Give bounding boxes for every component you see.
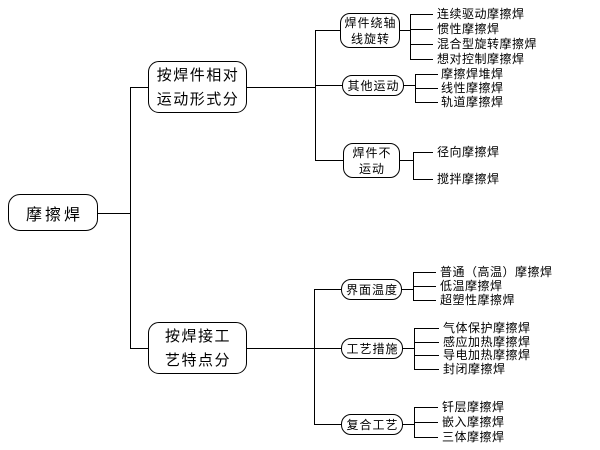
tick-line bbox=[410, 29, 433, 30]
branch-label-line: 按焊接工 bbox=[164, 327, 231, 345]
branch-label-line: 艺特点分 bbox=[164, 351, 231, 369]
connector-line bbox=[314, 348, 341, 349]
connector-line bbox=[130, 348, 148, 349]
leaf-item: 线性摩擦焊 bbox=[441, 81, 504, 95]
leaf-item: 搅拌摩擦焊 bbox=[437, 172, 500, 186]
branch-label-line: 按焊件相对 bbox=[156, 66, 240, 84]
leaf-item: 钎层摩擦焊 bbox=[442, 400, 505, 414]
leaf-trunk-line bbox=[414, 328, 415, 370]
connector-line bbox=[247, 348, 314, 349]
leaf-item: 低温摩擦焊 bbox=[440, 279, 503, 293]
group-node-interface-temperature: 界面温度 bbox=[341, 279, 402, 300]
leaf-item: 惯性摩擦焊 bbox=[437, 22, 500, 36]
connector-line bbox=[314, 289, 341, 290]
connector-line bbox=[402, 289, 413, 290]
trunk-line bbox=[314, 289, 315, 425]
leaf-item: 嵌入摩擦焊 bbox=[442, 415, 505, 429]
branch-node-by-relative-motion: 按焊件相对 运动形式分 bbox=[148, 61, 247, 113]
group-label-line: 运动 bbox=[358, 161, 385, 176]
tick-line bbox=[414, 369, 439, 370]
trunk-line bbox=[315, 30, 316, 161]
connector-line bbox=[315, 160, 343, 161]
tick-line bbox=[415, 88, 438, 89]
group-label-line: 线旋转 bbox=[350, 31, 390, 46]
leaf-item: 摩擦焊堆焊 bbox=[441, 67, 504, 81]
connector-line bbox=[130, 87, 148, 88]
root-node: 摩擦焊 bbox=[8, 194, 98, 231]
leaf-item: 封闭摩擦焊 bbox=[443, 362, 506, 376]
leaf-item: 轨道摩擦焊 bbox=[441, 95, 504, 109]
connector-line bbox=[399, 30, 410, 31]
connector-line bbox=[98, 213, 130, 214]
connector-line bbox=[404, 85, 415, 86]
connector-line bbox=[247, 87, 315, 88]
leaf-item: 导电加热摩擦焊 bbox=[443, 348, 531, 362]
tick-line bbox=[414, 422, 438, 423]
leaf-item: 气体保护摩擦焊 bbox=[443, 321, 531, 335]
tick-line bbox=[413, 179, 433, 180]
group-node-weldment-not-moving: 焊件不 运动 bbox=[343, 143, 400, 178]
root-node-label: 摩擦焊 bbox=[25, 204, 83, 224]
leaf-item: 超塑性摩擦焊 bbox=[440, 293, 516, 307]
connector-line bbox=[403, 348, 414, 349]
connector-line bbox=[315, 85, 342, 86]
leaf-item: 连续驱动摩擦焊 bbox=[437, 7, 525, 21]
group-node-rotation-around-axis: 焊件绕轴 线旋转 bbox=[340, 13, 400, 48]
leaf-trunk-line bbox=[410, 14, 411, 60]
group-label-line: 界面温度 bbox=[345, 282, 398, 297]
group-label-line: 焊件绕轴 bbox=[344, 15, 397, 30]
connector-line bbox=[314, 424, 341, 425]
leaf-item: 感应加热摩擦焊 bbox=[443, 335, 531, 349]
leaf-item: 想对控制摩擦焊 bbox=[437, 52, 525, 66]
group-label-line: 工艺措施 bbox=[346, 341, 399, 356]
group-label-line: 焊件不 bbox=[352, 145, 392, 160]
branch-node-by-process-features: 按焊接工 艺特点分 bbox=[148, 322, 247, 374]
tick-line bbox=[410, 14, 433, 15]
group-node-other-motion: 其他运动 bbox=[342, 75, 404, 96]
connector-line bbox=[315, 30, 340, 31]
tick-line bbox=[415, 74, 438, 75]
leaf-item: 三体摩擦焊 bbox=[442, 430, 505, 444]
tick-line bbox=[414, 328, 439, 329]
group-node-composite-process: 复合工艺 bbox=[341, 414, 403, 435]
connector-line bbox=[403, 424, 414, 425]
leaf-item: 普通（高温）摩擦焊 bbox=[440, 265, 553, 279]
tick-line bbox=[413, 272, 436, 273]
tick-line bbox=[414, 342, 439, 343]
tick-line bbox=[410, 59, 433, 60]
tick-line bbox=[413, 286, 436, 287]
connector-line bbox=[400, 160, 413, 161]
branch-label-line: 运动形式分 bbox=[156, 90, 240, 108]
tick-line bbox=[414, 437, 438, 438]
group-label-line: 其他运动 bbox=[347, 78, 400, 93]
tick-line bbox=[410, 44, 433, 45]
tick-line bbox=[413, 300, 436, 301]
leaf-item: 径向摩擦焊 bbox=[437, 145, 500, 159]
tick-line bbox=[414, 407, 438, 408]
tick-line bbox=[413, 152, 433, 153]
tick-line bbox=[414, 355, 439, 356]
group-node-process-measures: 工艺措施 bbox=[341, 338, 403, 359]
leaf-trunk-line bbox=[413, 152, 414, 180]
tick-line bbox=[415, 102, 438, 103]
leaf-item: 混合型旋转摩擦焊 bbox=[437, 37, 538, 51]
group-label-line: 复合工艺 bbox=[346, 417, 399, 432]
trunk-line bbox=[130, 87, 131, 349]
